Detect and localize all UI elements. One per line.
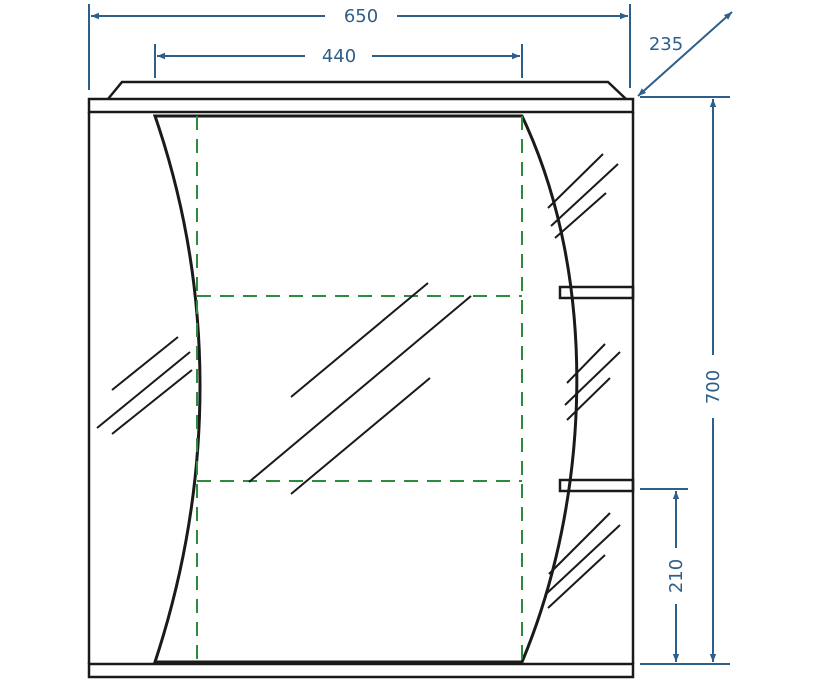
reflection-line	[566, 343, 606, 384]
mirror-width-label: 440	[322, 46, 356, 67]
shelf-lower	[558, 478, 635, 493]
reflection-line	[566, 377, 611, 421]
dim-line-depth	[637, 11, 733, 97]
reflection-line	[290, 377, 431, 495]
total-width-label: 650	[344, 6, 378, 27]
reflection-line	[564, 351, 621, 406]
shelf-height-label: 210	[666, 559, 687, 593]
shelf-upper	[558, 285, 635, 300]
dimension-lines	[88, 4, 733, 665]
reflection-line	[544, 524, 621, 596]
reflection-line	[111, 336, 179, 391]
cabinet-body	[87, 80, 635, 679]
top-panel	[87, 97, 635, 114]
reflection-line	[290, 282, 429, 398]
height-label: 700	[703, 370, 724, 404]
reflection-line	[548, 512, 611, 575]
reflection-line	[96, 351, 191, 429]
reflection-hatches	[96, 153, 621, 609]
bottom-panel	[87, 662, 635, 679]
depth-label: 235	[649, 34, 683, 55]
mirror-door-outline	[152, 114, 579, 664]
reflection-line	[547, 153, 604, 209]
reflection-line	[547, 554, 606, 609]
top-cornice	[107, 80, 627, 100]
reflection-line	[554, 192, 607, 239]
reflection-line	[248, 295, 472, 483]
reflection-line	[111, 369, 193, 435]
reflection-line	[550, 163, 619, 227]
